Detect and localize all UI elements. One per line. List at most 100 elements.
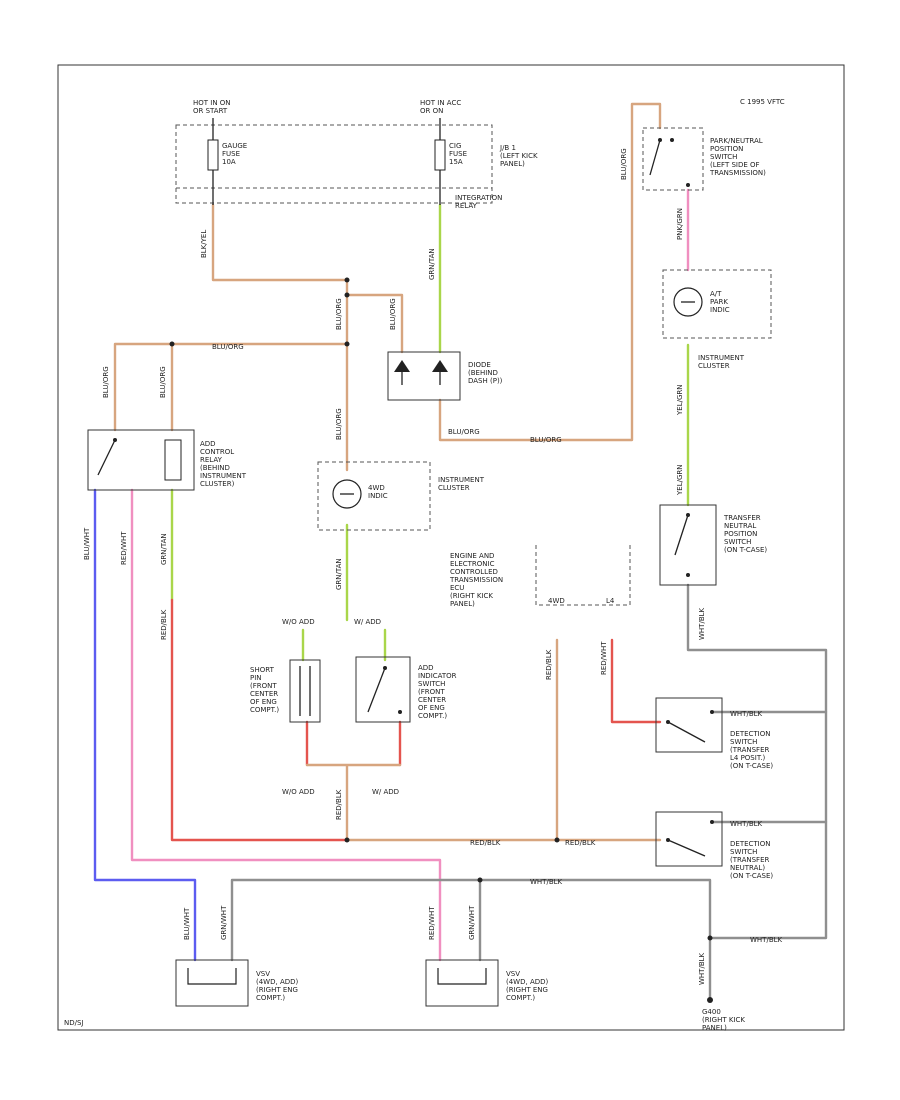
- junction-dot: [707, 935, 713, 941]
- switch-blade: [674, 514, 689, 556]
- wire-green-short: [301, 628, 387, 662]
- wire-label: BLU/ORG: [389, 298, 397, 330]
- wire-red-selector: [305, 720, 402, 767]
- ecu-pin-4wd: 4WD: [548, 597, 565, 605]
- wire-label: YEL/GRN: [676, 465, 684, 496]
- switch-blade: [367, 667, 386, 713]
- switch-contact: [710, 820, 714, 824]
- wire-label: WHT/BLK: [698, 952, 706, 985]
- wire-label-horizontal: WHT/BLK: [530, 878, 563, 886]
- wire-tan-relay-left: [113, 342, 174, 432]
- detection-switch-l4-box: [655, 697, 723, 753]
- junctions: [169, 277, 713, 941]
- wire-label: RED/BLK: [545, 649, 553, 680]
- wire-blue-relay: [93, 488, 197, 962]
- wire-label: BLK/YEL: [200, 230, 208, 258]
- wire-pink-relay: [130, 488, 442, 962]
- copyright-label: C 1995 VFTC: [740, 98, 785, 106]
- wire-label: GRN/TAN: [335, 558, 343, 590]
- wire-tan-gauge-feed: [170, 203, 349, 432]
- junction-dot: [344, 837, 350, 843]
- wire-label: BLU/WHT: [83, 527, 91, 560]
- bottom-w-o-add-label: W/O ADD: [282, 788, 315, 796]
- wire-label: RED/WHT: [600, 641, 608, 675]
- wire-label: RED/BLK: [160, 609, 168, 640]
- wire-labels: BLK/YEL GRN/TAN BLU/ORG BLU/ORG BLU/ORG …: [83, 148, 783, 985]
- wire-red-relay-out: [170, 598, 349, 842]
- diode-icon: [394, 360, 410, 372]
- footer-code: ND/SJ: [64, 1019, 84, 1027]
- wire-label: GRN/WHT: [468, 905, 476, 940]
- wire-label: BLU/WHT: [183, 907, 191, 940]
- switch-contact: [686, 183, 690, 187]
- awd-indicator-box: [317, 461, 431, 531]
- lamp-icon: [332, 479, 362, 509]
- wire-tan-selector: [305, 763, 402, 842]
- relay-coil-icon: [164, 439, 182, 481]
- wire-label: BLU/ORG: [159, 366, 167, 398]
- junction-block-outline: [175, 124, 493, 204]
- diagram-frame: [57, 64, 845, 1031]
- w-o-add-label: W/O ADD: [282, 618, 315, 626]
- switch-contact: [710, 710, 714, 714]
- ecu-outline: [535, 545, 631, 606]
- wire-label-horizontal: BLU/ORG: [212, 343, 244, 351]
- wire-label: BLU/ORG: [102, 366, 110, 398]
- vsv-coil-icon: [187, 968, 237, 985]
- wire-label: RED/WHT: [120, 531, 128, 565]
- detection-switch-neutral-box: [655, 811, 723, 867]
- bottom-w-add-label: W/ ADD: [372, 788, 399, 796]
- wire-label-horizontal: WHT/BLK: [730, 820, 763, 828]
- wire-label: PNK/GRN: [676, 208, 684, 240]
- junction-dot: [344, 341, 350, 347]
- wire-label-horizontal: WHT/BLK: [750, 936, 783, 944]
- wire-label: BLU/ORG: [335, 408, 343, 440]
- add-control-relay-box: [87, 429, 195, 491]
- wire-label: BLU/ORG: [620, 148, 628, 180]
- relay-blade: [97, 439, 116, 476]
- ground-icon: [707, 997, 713, 1003]
- add-selector: W/O ADD W/ ADD: [282, 618, 381, 626]
- wire-label-horizontal: BLU/ORG: [448, 428, 480, 436]
- lamp-icon: [673, 287, 703, 317]
- wire-red-ecu: [610, 638, 662, 724]
- wire-label: GRN/WHT: [220, 905, 228, 940]
- transfer-neutral-switch-box: [659, 504, 717, 586]
- short-pin-box: [289, 659, 321, 723]
- wire-label-horizontal: WHT/BLK: [730, 710, 763, 718]
- junction-dot: [344, 277, 350, 283]
- cig-fuse-icon: [434, 139, 446, 171]
- switch-blade: [667, 721, 706, 743]
